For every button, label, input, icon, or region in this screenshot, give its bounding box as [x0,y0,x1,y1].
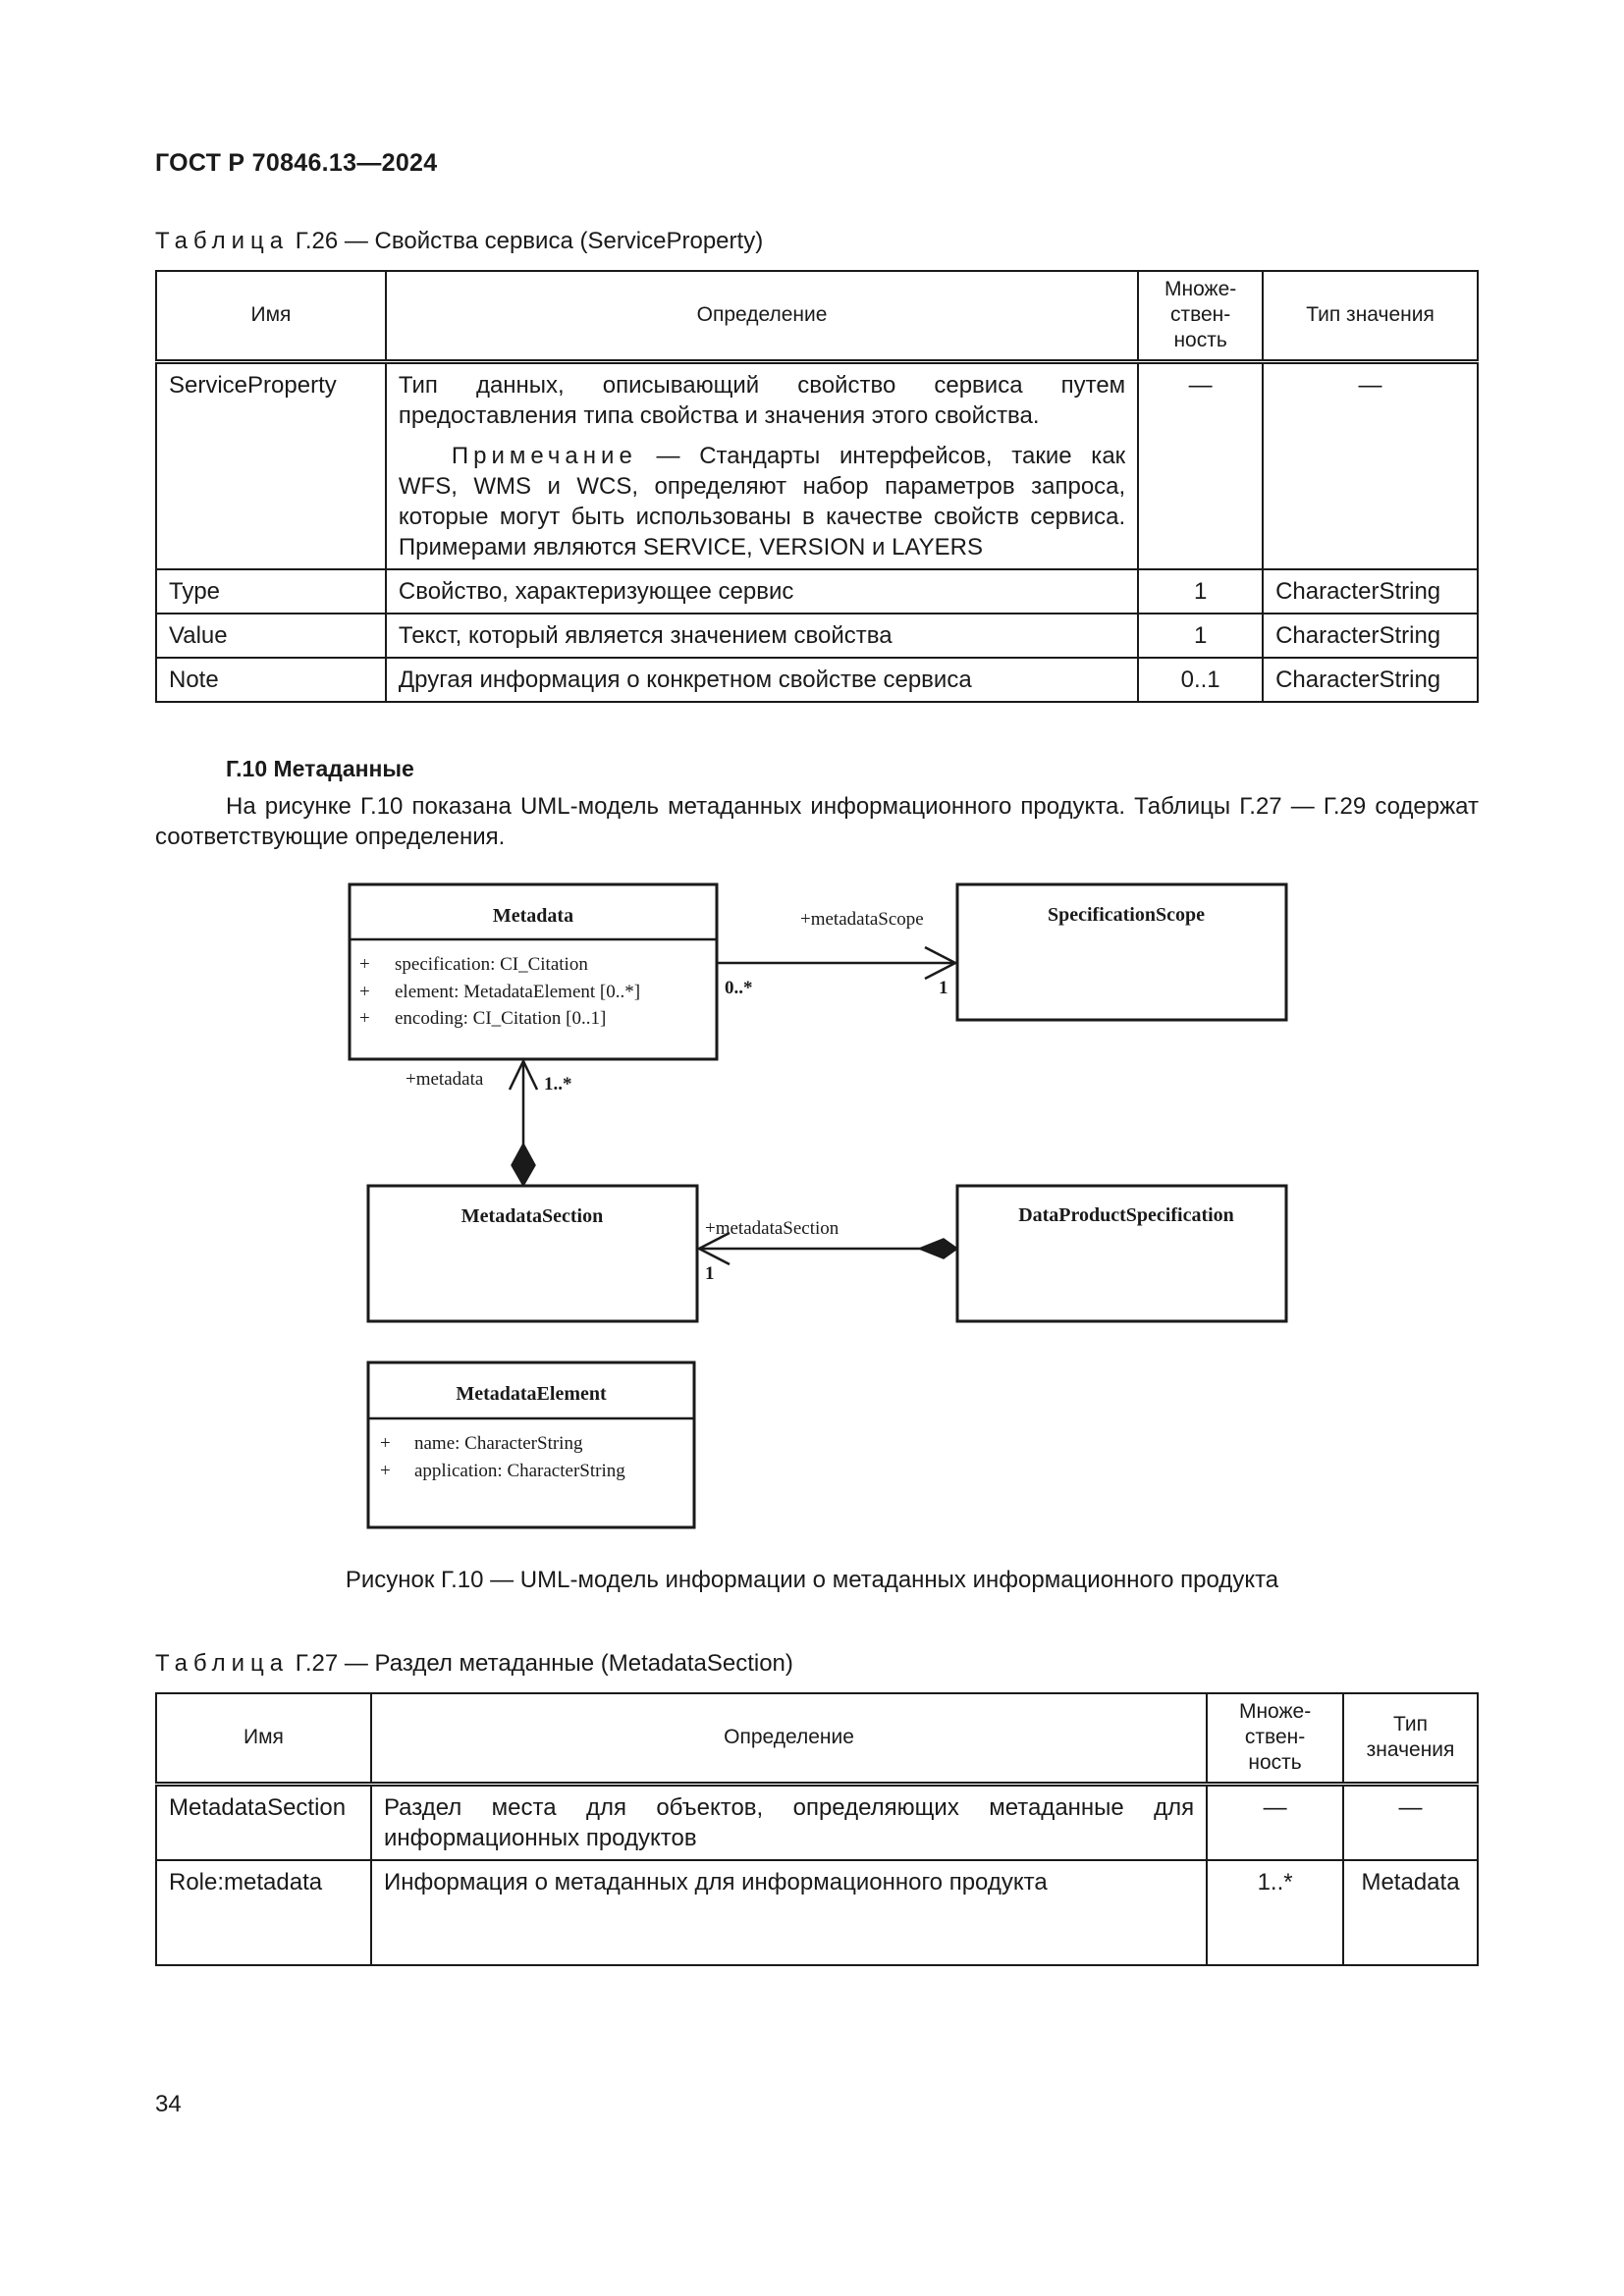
class-metadata-element-name: MetadataElement [456,1383,607,1405]
cell-definition: Раздел места для объектов, определяющих … [369,1783,1209,1861]
cell-value-type: Metadata [1342,1858,1479,1966]
definition-note: Примечание — Стандарты интерфейсов, таки… [399,441,1125,562]
multiplicity-section: 1 [705,1263,715,1284]
uml-diagram: Metadata + + + specification: CI_Citatio… [348,882,1288,1529]
cell-value-type: — [1262,360,1479,570]
table27-caption-text: Г.27 — Раздел метаданные (MetadataSectio… [295,1650,793,1677]
cell-definition: Другая информация о конкретном свойстве … [384,656,1140,703]
header-name: Имя [155,1692,372,1785]
cell-name: MetadataSection [155,1783,372,1861]
table-row: Type Свойство, характеризующее сервис 1 … [155,567,1479,614]
class-metadata-element: MetadataElement + + name: CharacterStrin… [366,1361,696,1529]
table26-caption-text: Г.26 — Свойства сервиса (ServiceProperty… [295,228,764,254]
cell-multiplicity: 1 [1137,612,1265,659]
cell-name: Note [155,656,387,703]
class-specification-scope: SpecificationScope [955,882,1288,1022]
cell-multiplicity: 1..* [1206,1858,1345,1966]
class-metadata-name: Metadata [493,905,573,927]
cell-definition: Свойство, характеризующее сервис [384,567,1140,614]
class-specification-scope-name: SpecificationScope [1048,904,1205,926]
header-value-type: Тип значения [1262,270,1479,362]
cell-name: ServiceProperty [155,360,387,570]
multiplicity-source: 0..* [725,978,753,998]
role-metadata-scope: +metadataScope [800,909,924,930]
section-paragraph: На рисунке Г.10 показана UML-модель мета… [155,793,1479,850]
table-row: Note Другая информация о конкретном свой… [155,656,1479,703]
header-multiplicity: Множе-ствен-ность [1137,270,1265,362]
cell-multiplicity: — [1206,1783,1345,1861]
role-metadata: +metadata [406,1069,484,1090]
class-metadata: Metadata + + + specification: CI_Citatio… [348,882,719,1061]
table27-caption: Таблица Г.27 — Раздел метаданные (Metada… [155,1650,793,1678]
table-row: Role:metadata Информация о метаданных дл… [155,1858,1479,1966]
table-service-property: Имя Определение Множе-ствен-ность Тип зн… [155,270,1479,703]
element-attr-name: name: CharacterString [414,1433,583,1454]
multiplicity-target: 1 [939,978,948,998]
cell-value-type: CharacterString [1262,567,1479,614]
header-definition: Определение [369,1692,1209,1785]
attr-visibility-plus: + [359,954,370,975]
cell-name: Type [155,567,387,614]
figure-caption: Рисунок Г.10 — UML-модель информации о м… [345,1567,1279,1593]
document-standard-header: ГОСТ Р 70846.13—2024 [155,149,438,177]
cell-definition: Тип данных, описывающий свойство сервиса… [384,360,1140,570]
header-definition: Определение [384,270,1140,362]
cell-multiplicity: 1 [1137,567,1265,614]
cell-value-type: CharacterString [1262,612,1479,659]
cell-name: Value [155,612,387,659]
cell-definition: Информация о метаданных для информационн… [369,1858,1209,1966]
note-text: — Стандарты интерфейсов, такие как WFS, … [398,442,1126,561]
association-metadata-scope: +metadataScope 0..* 1 [717,909,958,998]
attr-visibility-plus: + [359,1008,370,1029]
header-name: Имя [155,270,387,362]
cell-multiplicity: — [1137,360,1265,570]
table26-caption-word: Таблица [155,228,290,254]
attr-visibility-plus: + [359,982,370,1002]
metadata-attr-encoding: encoding: CI_Citation [0..1] [395,1008,606,1029]
class-metadata-section: MetadataSection [366,1184,699,1323]
table-row: ServiceProperty Тип данных, описывающий … [155,360,1479,570]
cell-multiplicity: 0..1 [1137,656,1265,703]
attr-visibility-plus: + [380,1433,391,1454]
note-label: Примечание [451,442,637,469]
cell-value-type: — [1342,1783,1479,1861]
header-multiplicity: Множе-ствен-ность [1206,1692,1345,1785]
multiplicity-metadata: 1..* [544,1074,572,1095]
table27-caption-word: Таблица [155,1650,290,1677]
section-heading: Г.10 Метаданные [226,756,414,781]
metadata-attr-element: element: MetadataElement [0..*] [395,982,640,1002]
composition-spec-section: +metadataSection 1 [696,1218,959,1284]
composition-section-metadata: +metadata 1..* [406,1058,572,1188]
table-row: MetadataSection Раздел места для объекто… [155,1783,1479,1861]
definition-text: Тип данных, описывающий свойство сервиса… [398,371,1126,429]
metadata-attr-specification: specification: CI_Citation [395,954,588,975]
class-data-product-specification: DataProductSpecification [955,1184,1288,1323]
class-data-product-specification-name: DataProductSpecification [1018,1204,1234,1226]
cell-name: Role:metadata [155,1858,372,1966]
cell-definition: Текст, который является значением свойст… [384,612,1140,659]
element-attr-application: application: CharacterString [414,1461,625,1481]
cell-value-type: CharacterString [1262,656,1479,703]
class-metadata-section-name: MetadataSection [461,1205,603,1227]
table-row: Value Текст, который является значением … [155,612,1479,659]
page-number: 34 [155,2091,182,2117]
attr-visibility-plus: + [380,1461,391,1481]
role-metadata-section: +metadataSection [705,1218,839,1239]
table26-caption: Таблица Г.26 — Свойства сервиса (Service… [155,228,763,255]
